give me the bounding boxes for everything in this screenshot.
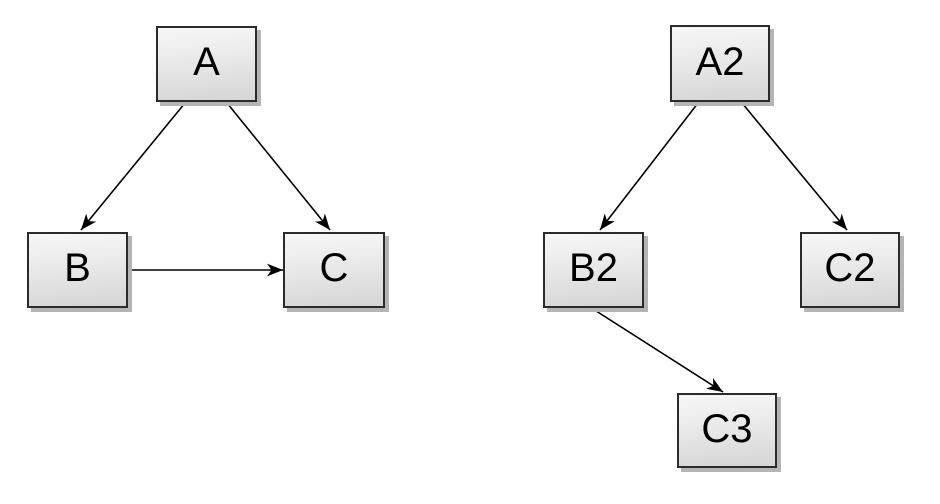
node-C2[interactable]: C2: [800, 232, 900, 308]
node-label-B2: B2: [569, 246, 618, 290]
node-label-A: A: [193, 40, 220, 84]
node-C[interactable]: C: [283, 232, 385, 308]
node-A[interactable]: A: [156, 26, 257, 102]
node-A2[interactable]: A2: [670, 25, 770, 102]
node-B[interactable]: B: [27, 232, 128, 308]
node-label-C2: C2: [824, 246, 876, 290]
node-label-B: B: [64, 246, 91, 290]
edge-A-to-B: [80, 102, 186, 231]
edge-A2-to-B2: [599, 102, 699, 231]
node-label-C3: C3: [701, 406, 753, 451]
node-label-A2: A2: [695, 39, 745, 84]
edge-B2-to-C3: [592, 308, 724, 393]
node-B2[interactable]: B2: [543, 232, 644, 308]
edge-A-to-C: [226, 102, 331, 231]
edge-A2-to-C2: [741, 102, 848, 231]
node-label-C: C: [319, 246, 349, 290]
node-C3[interactable]: C3: [677, 393, 777, 468]
